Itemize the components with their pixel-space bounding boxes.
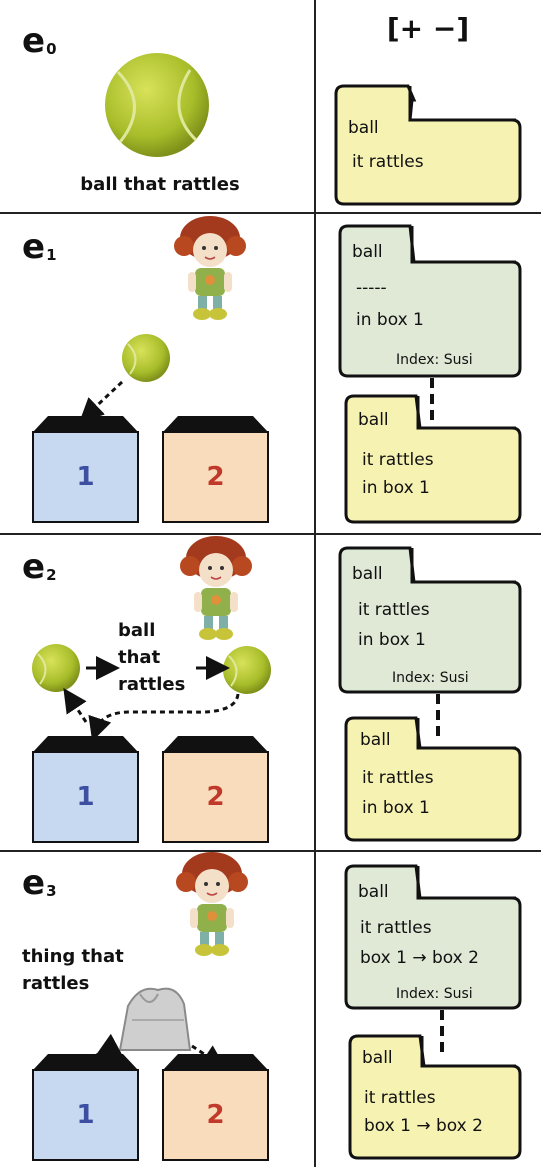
panel-label-e3: e3 [22,863,57,903]
caption-e3-line2: rattles [22,973,90,994]
box-1-e3 [32,1054,139,1161]
caption-e2-line2: that [118,647,161,668]
folder-e0-yellow [334,84,522,206]
folder-e1-yellow-line3: in box 1 [362,478,430,498]
tennis-ball-e2-left [32,644,80,692]
box-2-e2 [162,736,269,843]
folder-e2-yellow-line2: it rattles [362,768,434,788]
hands-e3 [118,987,192,1051]
folder-e3-yellow-line2: it rattles [364,1088,436,1108]
doll-e3 [175,851,249,957]
folder-e3-yellow [348,1034,522,1160]
folder-e2-green [338,546,522,694]
box-2-number-e2: 2 [206,782,225,812]
doll-e1 [173,215,247,321]
box-2-e3 [162,1054,269,1161]
tennis-ball-e1 [122,334,170,382]
folder-e3-green-line3: box 1 → box 2 [360,948,479,968]
column-divider [314,0,316,1167]
arrow-e3-right [191,1044,226,1069]
box-1-e1 [32,416,139,523]
arrow-e2-up [63,688,88,723]
folder-e2-green-line1: ball [352,564,383,584]
tennis-ball-e2-right [223,646,271,694]
folder-e1-green-line3: in box 1 [356,310,424,330]
column-header: [+ −] [386,12,470,45]
folder-e3-yellow-line1: ball [362,1048,393,1068]
box-2-e1 [162,416,269,523]
box-1-number-e1: 1 [76,462,95,492]
folder-e1-yellow [344,394,522,524]
row-divider-1 [0,212,541,214]
box-1-e2 [32,736,139,843]
panel-label-e2: e2 [22,547,57,587]
folder-e1-yellow-line1: ball [358,410,389,430]
folder-e2-index: Index: Susi [392,670,469,686]
folder-e0-line1: ball [348,118,379,138]
box-2-number-e1: 2 [206,462,225,492]
caption-e2-line1: ball [118,620,156,641]
row-divider-3 [0,850,541,852]
doll-e2 [179,535,253,641]
folder-e2-green-line3: in box 1 [358,630,426,650]
arrow-e3-left [79,1033,123,1066]
arrow-e2-return [88,693,240,742]
folder-e3-green-line2: it rattles [360,918,432,938]
box-1-number-e3: 1 [76,1100,95,1130]
folder-e2-green-line2: it rattles [358,600,430,620]
folder-e3-green [344,864,522,1010]
folder-e0-line2: it rattles [352,152,424,172]
box-1-number-e2: 1 [76,782,95,812]
folder-e1-green [338,224,522,378]
tennis-ball-e0 [105,53,209,157]
folder-e2-yellow-line3: in box 1 [362,798,430,818]
folder-e1-green-line2: ----- [356,278,387,298]
box-2-number-e3: 2 [206,1100,225,1130]
folder-e1-index: Index: Susi [396,352,473,368]
panel-label-e0: e0 [22,21,57,61]
caption-e3-line1: thing that [22,946,124,967]
panel-label-e1: e1 [22,227,57,267]
folder-e1-green-line1: ball [352,242,383,262]
caption-e2-line3: rattles [118,674,186,695]
folder-e3-yellow-line3: box 1 → box 2 [364,1116,483,1136]
caption-e0: ball that rattles [80,174,240,195]
folder-e1-yellow-line2: it rattles [362,450,434,470]
folder-e2-yellow [344,716,522,842]
folder-e3-index: Index: Susi [396,986,473,1002]
folder-e3-green-line1: ball [358,882,389,902]
row-divider-2 [0,533,541,535]
arrow-e1-ball-to-box1 [79,380,124,423]
folder-e2-yellow-line1: ball [360,730,391,750]
